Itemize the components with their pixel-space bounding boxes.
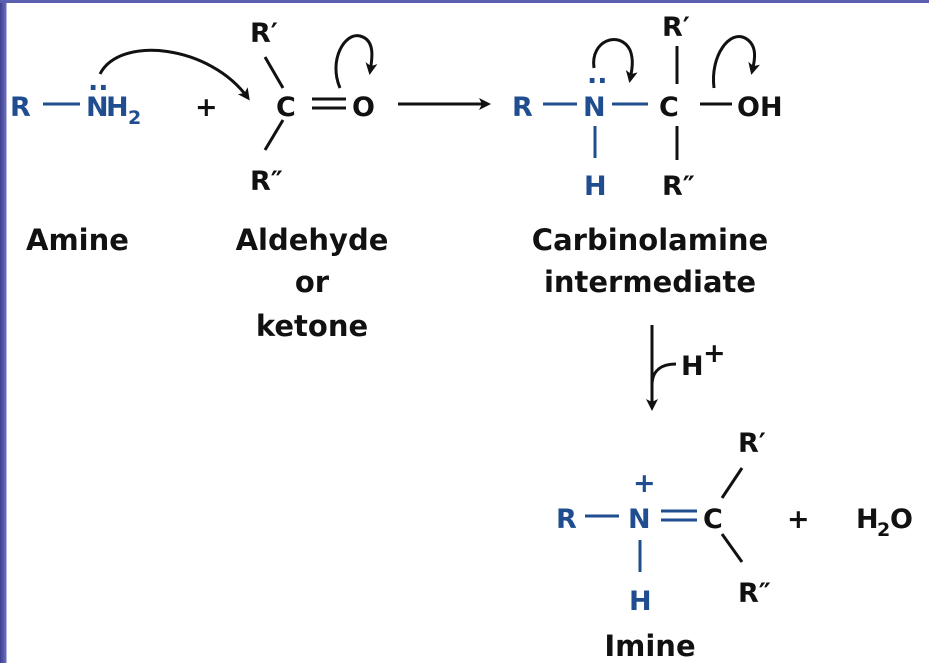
carbinolamine-caption-line1: Carbinolamine [532, 223, 768, 257]
imine-h-label: H [629, 586, 652, 617]
imine-caption: Imine [604, 629, 695, 663]
imine-charge: + [633, 468, 656, 499]
imine-c-r2-bond [720, 533, 744, 563]
water-structure: H 2 O [856, 504, 913, 541]
top-border [0, 0, 929, 3]
water-h-subscript: 2 [877, 519, 890, 541]
catalyst-branch [650, 362, 677, 386]
amine-h-subscript: 2 [128, 107, 141, 129]
attack-arrow [98, 48, 250, 101]
carbonyl-r1-bond [263, 56, 285, 89]
carbonyl-caption-line2: or [295, 265, 330, 299]
carbonyl-o-label: O [352, 92, 375, 123]
imine-c-r1-bond [720, 467, 744, 499]
imine-r2-label: R″ [738, 578, 771, 609]
carbinolamine-c-label: C [659, 92, 679, 123]
imine-c-label: C [703, 504, 723, 535]
carbinolamine-structure: R ·· N H C R′ R″ OH [512, 12, 783, 202]
amine-n-label: N [86, 92, 109, 123]
amine-lone-pair: ·· [88, 73, 109, 104]
carbonyl-r2-bond [263, 119, 285, 151]
amine-r-label: R [10, 92, 31, 123]
imine-structure: R + N H C R′ R″ [556, 428, 771, 617]
carbonyl-r2-label: R″ [250, 166, 283, 197]
carbonyl-caption-line1: Aldehyde [236, 223, 389, 257]
imine-r-label: R [556, 504, 577, 535]
water-h-label: H [856, 504, 879, 535]
carbonyl-pi-arrow [334, 34, 378, 89]
carbinolamine-caption-line2: intermediate [544, 265, 756, 299]
carbinolamine-r1-label: R′ [662, 12, 690, 43]
plus-sign-2: + [787, 504, 810, 535]
carbonyl-c-label: C [276, 92, 296, 123]
imine-n-label: N [628, 504, 651, 535]
carbinolamine-n-label: N [583, 92, 606, 123]
imine-r1-label: R′ [738, 428, 766, 459]
carbinolamine-h-label: H [584, 171, 607, 202]
carbonyl-structure: R′ C O R″ [250, 18, 375, 197]
carbinolamine-r2-label: R″ [662, 171, 695, 202]
amine-caption: Amine [26, 223, 129, 257]
carbinolamine-r-label: R [512, 92, 533, 123]
catalyst-h-label: H [681, 351, 704, 382]
carbinolamine-n-arrow [592, 38, 638, 83]
carbonyl-r1-label: R′ [250, 18, 278, 49]
catalyst-charge: + [703, 338, 726, 369]
amine-structure: R ·· N H 2 [10, 73, 141, 129]
plus-sign-1: + [195, 92, 218, 123]
carbinolamine-oh-label: OH [737, 92, 783, 123]
carbonyl-caption-line3: ketone [256, 309, 368, 343]
water-o-label: O [890, 504, 913, 535]
carbinolamine-o-arrow [711, 35, 761, 89]
carbinolamine-lone-pair: ·· [587, 66, 608, 97]
amine-h-label: H [106, 92, 129, 123]
